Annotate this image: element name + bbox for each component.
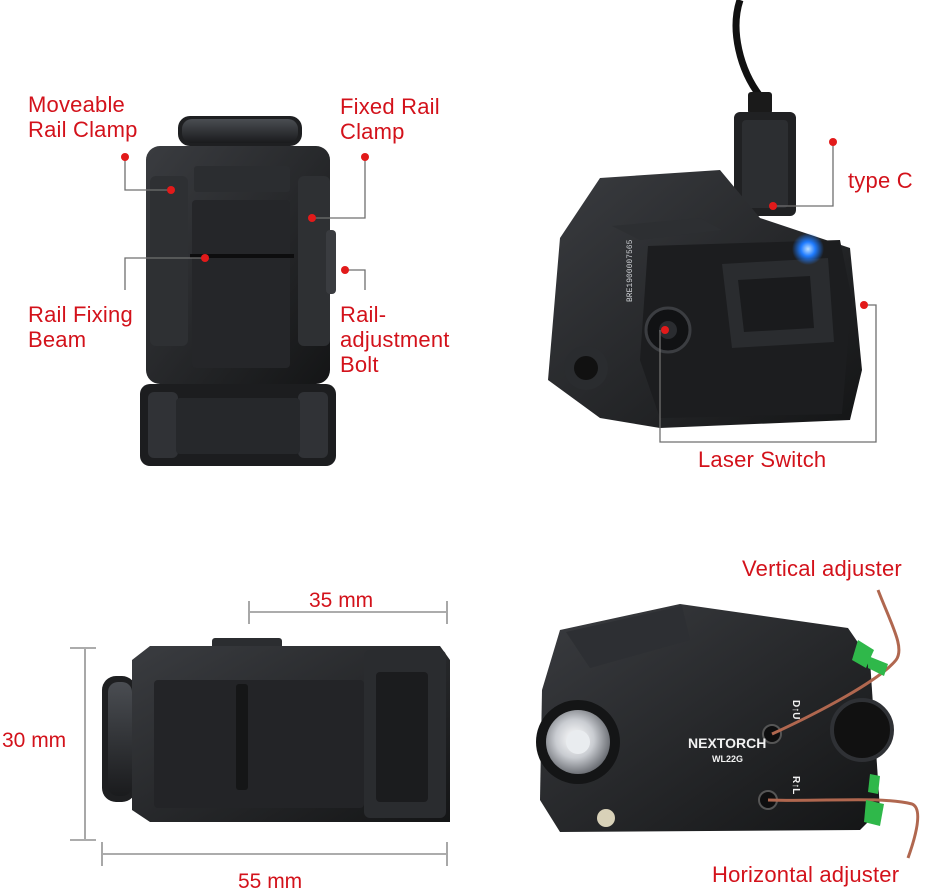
callout-dot-icon [361, 153, 369, 161]
rail-adjustment-bolt-label: Rail- adjustment Bolt [340, 302, 450, 377]
device-rl-mark: R↑L [790, 776, 801, 795]
height-dimension-label: 30 mm [2, 729, 67, 752]
rail-fixing-beam-label: Rail Fixing Beam [28, 302, 133, 352]
led-indicator-icon [792, 233, 824, 265]
callout-dot-icon [661, 326, 669, 334]
vertical-adjuster-label: Vertical adjuster [742, 556, 902, 581]
callout-dot-icon [201, 254, 209, 262]
device-model-text: WL22G [712, 754, 744, 764]
vertical-adjuster-tool [771, 589, 901, 736]
angled-view-device: BRE1900007565 [548, 0, 862, 428]
device-brand-text: NEXTORCH [688, 735, 767, 751]
callout-dot-icon [121, 153, 129, 161]
width-dimension-label: 35 mm [309, 589, 374, 612]
callout-dot-icon [308, 214, 316, 222]
callout-dot-icon [860, 301, 868, 309]
callout-lines [124, 142, 877, 443]
device-du-mark: D↑U [790, 700, 801, 720]
side-view-device [102, 638, 450, 822]
dimension-lines [70, 601, 448, 866]
top-view-device [140, 116, 336, 466]
callout-dots [121, 138, 868, 334]
callout-dot-icon [341, 266, 349, 274]
callout-dot-icon [167, 186, 175, 194]
fixed-rail-clamp-label: Fixed Rail Clamp [340, 94, 440, 144]
front-view-device [536, 589, 920, 859]
serial-number: BRE1900007565 [626, 239, 635, 302]
laser-switch-label: Laser Switch [698, 447, 827, 472]
callout-dot-icon [829, 138, 837, 146]
horizontal-adjuster-label: Horizontal adjuster [712, 862, 900, 887]
callout-dot-icon [769, 202, 777, 210]
type-c-label: type C [848, 168, 913, 193]
length-dimension-label: 55 mm [238, 870, 303, 893]
horizontal-adjuster-tool [767, 798, 920, 859]
moveable-rail-clamp-label: Moveable Rail Clamp [28, 92, 138, 142]
